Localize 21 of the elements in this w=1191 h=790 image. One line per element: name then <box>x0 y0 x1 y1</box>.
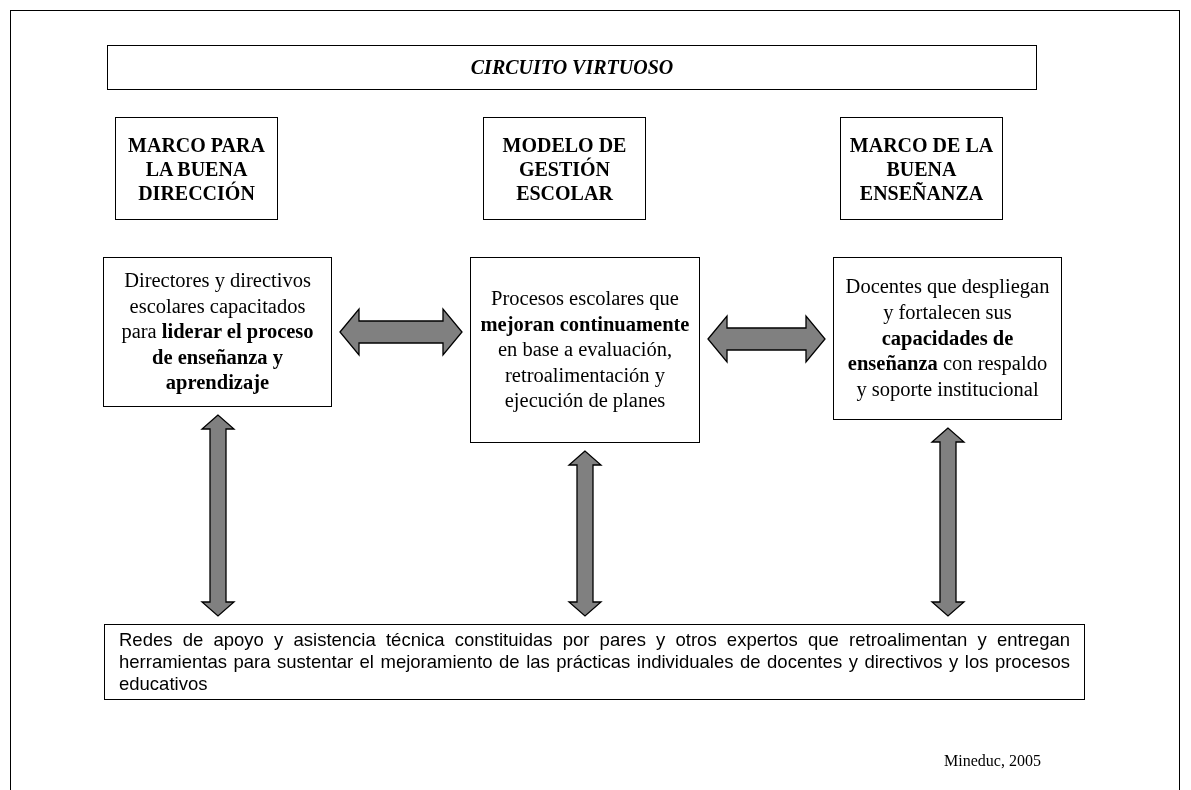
description-text: Docentes que despliegan y fortalecen sus capacidades de enseñanza con respaldo y soporte institucional <box>844 274 1051 403</box>
heading-text: MARCO PARA LA BUENA DIRECCIÓN <box>127 132 266 205</box>
double-arrow <box>339 307 463 357</box>
content-box <box>103 257 332 407</box>
title-text: CIRCUITO VIRTUOSO <box>470 56 674 79</box>
heading-box <box>115 117 278 220</box>
double-arrow <box>707 314 826 364</box>
title-box <box>107 45 1037 90</box>
heading-box <box>483 117 646 220</box>
double-arrow <box>200 414 236 617</box>
description-text: Directores y directivos escolares capacitados para liderar el proceso de enseñanza y aprendizaje <box>120 267 315 396</box>
content-box <box>833 257 1062 420</box>
content-box <box>470 257 700 443</box>
double-arrow <box>567 450 603 617</box>
source-note: Mineduc, 2005 <box>944 752 1041 770</box>
heading-text: MARCO DE LA BUENA ENSEÑANZA <box>848 132 995 205</box>
heading-box <box>840 117 1003 220</box>
description-text: Redes de apoyo y asistencia técnica constituidas por pares y otros expertos que retroalimentan y entregan herramientas para sustentar el mejoramiento de las prácticas individuales de docentes y directivos y los procesos educativos <box>119 628 1070 696</box>
heading-text: MODELO DE GESTIÓN ESCOLAR <box>501 132 628 205</box>
description-text: Procesos escolares que mejoran continuamente en base a evaluación, retroalimentación y ejecución de planes <box>479 285 691 414</box>
double-arrow <box>930 427 966 617</box>
